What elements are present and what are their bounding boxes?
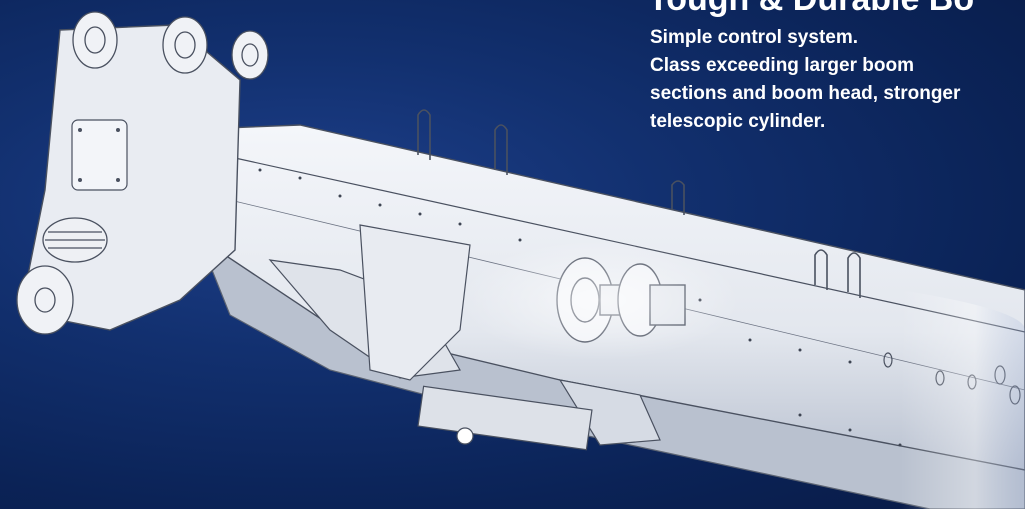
boom-fade-overlay [900,290,1025,509]
cylinder-pin [456,427,474,445]
page-headline: Tough & Durable Bo [648,0,974,19]
boom-bracket-center [359,224,471,381]
top-sheaves [72,11,269,80]
description-line: Simple control system. [650,27,859,48]
description-line: Class exceeding larger boom [650,55,914,76]
cylinder-bracket [417,385,593,451]
lower-sheaves [16,217,108,335]
rope-guides [417,109,861,298]
boom-head-panel [71,119,128,191]
description-line: sections and boom head, stronger [650,83,961,104]
description-line: telescopic cylinder. [650,111,826,132]
feature-description: Simple control system. Class exceeding l… [650,24,1020,136]
